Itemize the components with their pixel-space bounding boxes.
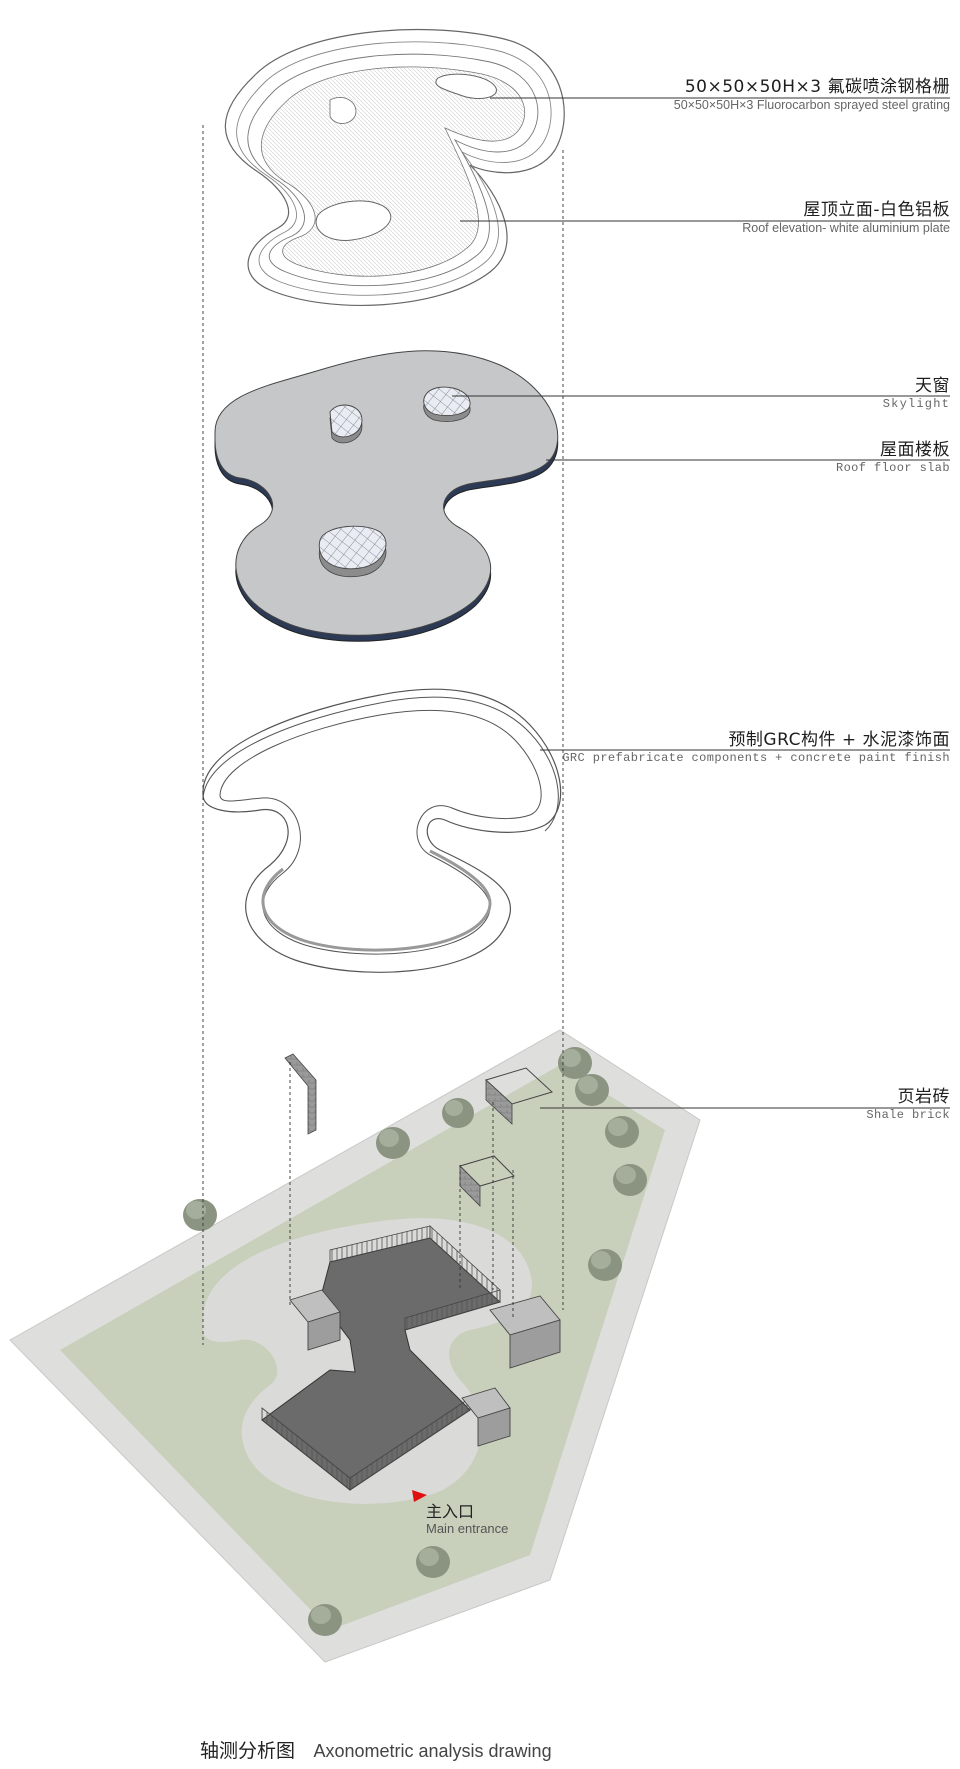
- label-skylight-en: Skylight: [882, 397, 950, 411]
- site-plan: [9, 1029, 701, 1663]
- tree-1: [183, 1199, 217, 1231]
- grating-opening-1: [435, 73, 497, 99]
- room-west: [289, 1289, 341, 1351]
- grating-layer: [224, 28, 565, 306]
- label-grating-en: 50×50×50H×3 Fluorocarbon sprayed steel g…: [673, 98, 950, 112]
- caption-zh: 轴测分析图: [200, 1740, 296, 1762]
- label-roof-elevation: 屋顶立面-白色铝板 Roof elevation- white aluminiu…: [742, 200, 950, 236]
- projection-lines: [202, 125, 564, 1345]
- grating-outline-2: [236, 41, 552, 296]
- figure-caption: 轴测分析图 Axonometric analysis drawing: [200, 1736, 552, 1763]
- tree-3: [442, 1098, 474, 1128]
- skylight-3: [318, 525, 387, 578]
- grc-ring-inner: [219, 709, 542, 955]
- label-roof-slab-en: Roof floor slab: [835, 461, 950, 475]
- main-entrance-zh: 主入口: [426, 1502, 475, 1521]
- main-entrance-label: 主入口 Main entrance: [426, 1502, 509, 1537]
- label-grc-en: GRC prefabricate components + concrete p…: [562, 751, 950, 765]
- label-roof-slab-zh: 屋面楼板: [880, 440, 950, 460]
- tree-5: [575, 1074, 609, 1106]
- main-entrance-en: Main entrance: [426, 1521, 509, 1536]
- grating-outline-3: [247, 53, 539, 287]
- label-grating: 50×50×50H×3 氟碳喷涂钢格栅 50×50×50H×3 Fluoroca…: [674, 77, 950, 113]
- label-grating-zh: 50×50×50H×3 氟碳喷涂钢格栅: [684, 77, 950, 97]
- label-roof-elevation-en: Roof elevation- white aluminium plate: [742, 221, 950, 235]
- brick-wall-2-face: [485, 1079, 513, 1125]
- label-grc-zh: 预制GRC构件 + 水泥漆饰面: [728, 730, 950, 750]
- grating-opening-3: [329, 96, 357, 124]
- skylight-1: [329, 404, 363, 444]
- roof-slab-layer: [214, 350, 559, 642]
- tree-4: [558, 1047, 592, 1079]
- room-east: [489, 1295, 561, 1369]
- label-roof-elevation-zh: 屋顶立面-白色铝板: [803, 200, 950, 220]
- label-roof-slab: 屋面楼板 Roof floor slab: [836, 440, 950, 476]
- tree-6: [605, 1116, 639, 1148]
- grc-ring-inner-band: [261, 849, 492, 952]
- label-skylight-zh: 天窗: [915, 376, 950, 396]
- skylight-2: [423, 386, 471, 422]
- label-shale-en: Shale brick: [866, 1108, 950, 1122]
- tree-8: [588, 1249, 622, 1281]
- tree-10: [308, 1604, 342, 1636]
- leader-lines: [452, 97, 950, 1109]
- label-skylight: 天窗 Skylight: [883, 376, 950, 412]
- grc-layer: [202, 688, 562, 973]
- label-shale-zh: 页岩砖: [897, 1087, 950, 1107]
- grc-ring-band: [202, 696, 559, 832]
- tree-7: [613, 1164, 647, 1196]
- grating-opening-2: [315, 200, 392, 241]
- tree-9: [416, 1546, 450, 1578]
- caption-en: Axonometric analysis drawing: [313, 1741, 552, 1761]
- tree-2: [376, 1127, 410, 1159]
- room-south: [461, 1387, 511, 1447]
- label-shale: 页岩砖 Shale brick: [866, 1087, 950, 1123]
- label-grc: 预制GRC构件 + 水泥漆饰面 GRC prefabricate compone…: [562, 730, 950, 766]
- roof-slab: [214, 350, 559, 636]
- fence-mid: [404, 1289, 501, 1331]
- entrance-marker: [412, 1490, 427, 1502]
- brick-wall-1: [284, 1053, 317, 1135]
